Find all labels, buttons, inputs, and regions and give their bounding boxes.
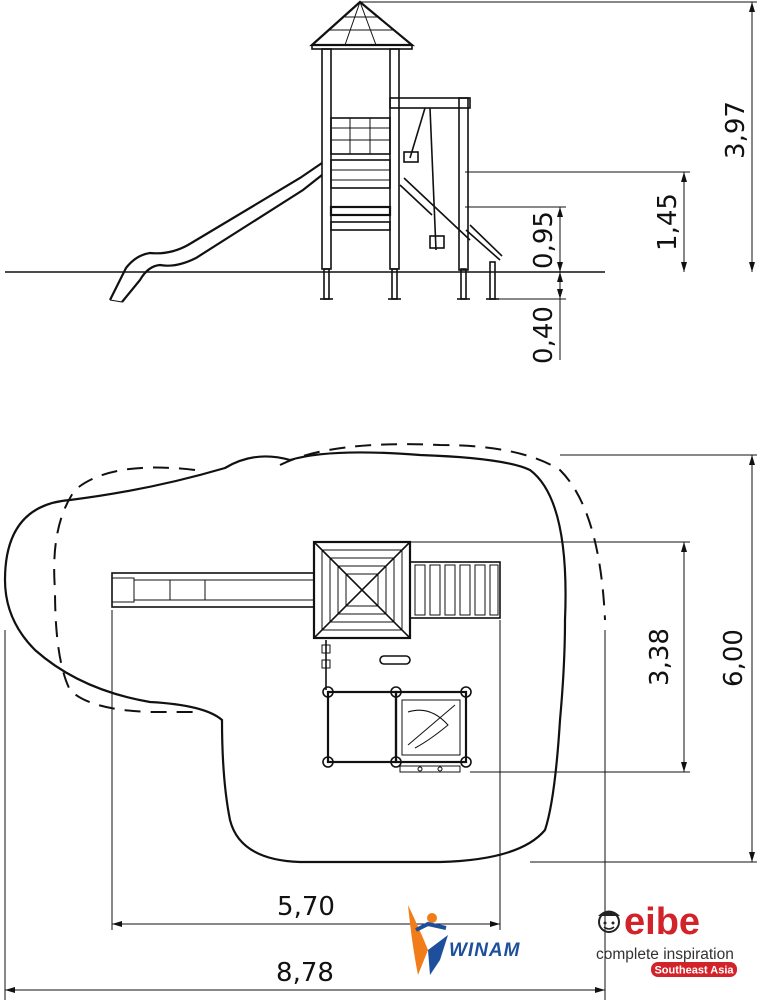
dim-width-total: 8,78	[276, 958, 334, 988]
plan-lower-frames	[321, 640, 472, 773]
elevation-dimension-lines	[360, 1, 757, 360]
dim-total-height: 3,97	[721, 101, 751, 159]
plan-view: 3,38 6,00 5,70 8,78	[3, 443, 757, 1000]
plan-slide	[111, 572, 315, 608]
impact-area	[3, 451, 567, 864]
eibe-wordmark: eibe	[624, 901, 700, 943]
dim-platform-height: 1,45	[653, 193, 683, 251]
safety-zone-outer	[53, 466, 196, 713]
dim-fall-height: 0,95	[529, 211, 559, 269]
swing-beam	[389, 97, 471, 109]
dim-width-structure: 5,70	[277, 892, 335, 922]
winam-wordmark: WINAM	[449, 940, 521, 961]
eibe-face-icon	[598, 910, 620, 933]
foundation-legs	[320, 261, 499, 300]
plan-tower-roof	[312, 540, 412, 640]
tower-railing	[330, 117, 391, 155]
dim-depth-total: 6,00	[719, 629, 749, 687]
elevation-view: 3,97 1,45 0,95 0,40	[5, 0, 757, 364]
dim-foundation-depth: 0,40	[529, 306, 559, 364]
tower-post-right	[389, 48, 400, 270]
dim-depth-structure: 3,38	[645, 628, 675, 686]
eibe-region: Southeast Asia	[654, 965, 734, 977]
swing-post	[458, 97, 469, 271]
winam-logo: WINAM	[408, 905, 521, 975]
eibe-tagline: complete inspiration	[596, 946, 734, 963]
plan-tunnel	[409, 561, 501, 619]
eibe-logo: eibe complete inspiration Southeast Asia	[596, 901, 737, 977]
tower-post-left	[321, 48, 332, 270]
tower-platform	[329, 205, 392, 217]
slide	[109, 162, 323, 301]
eibe-region-badge	[651, 962, 737, 977]
